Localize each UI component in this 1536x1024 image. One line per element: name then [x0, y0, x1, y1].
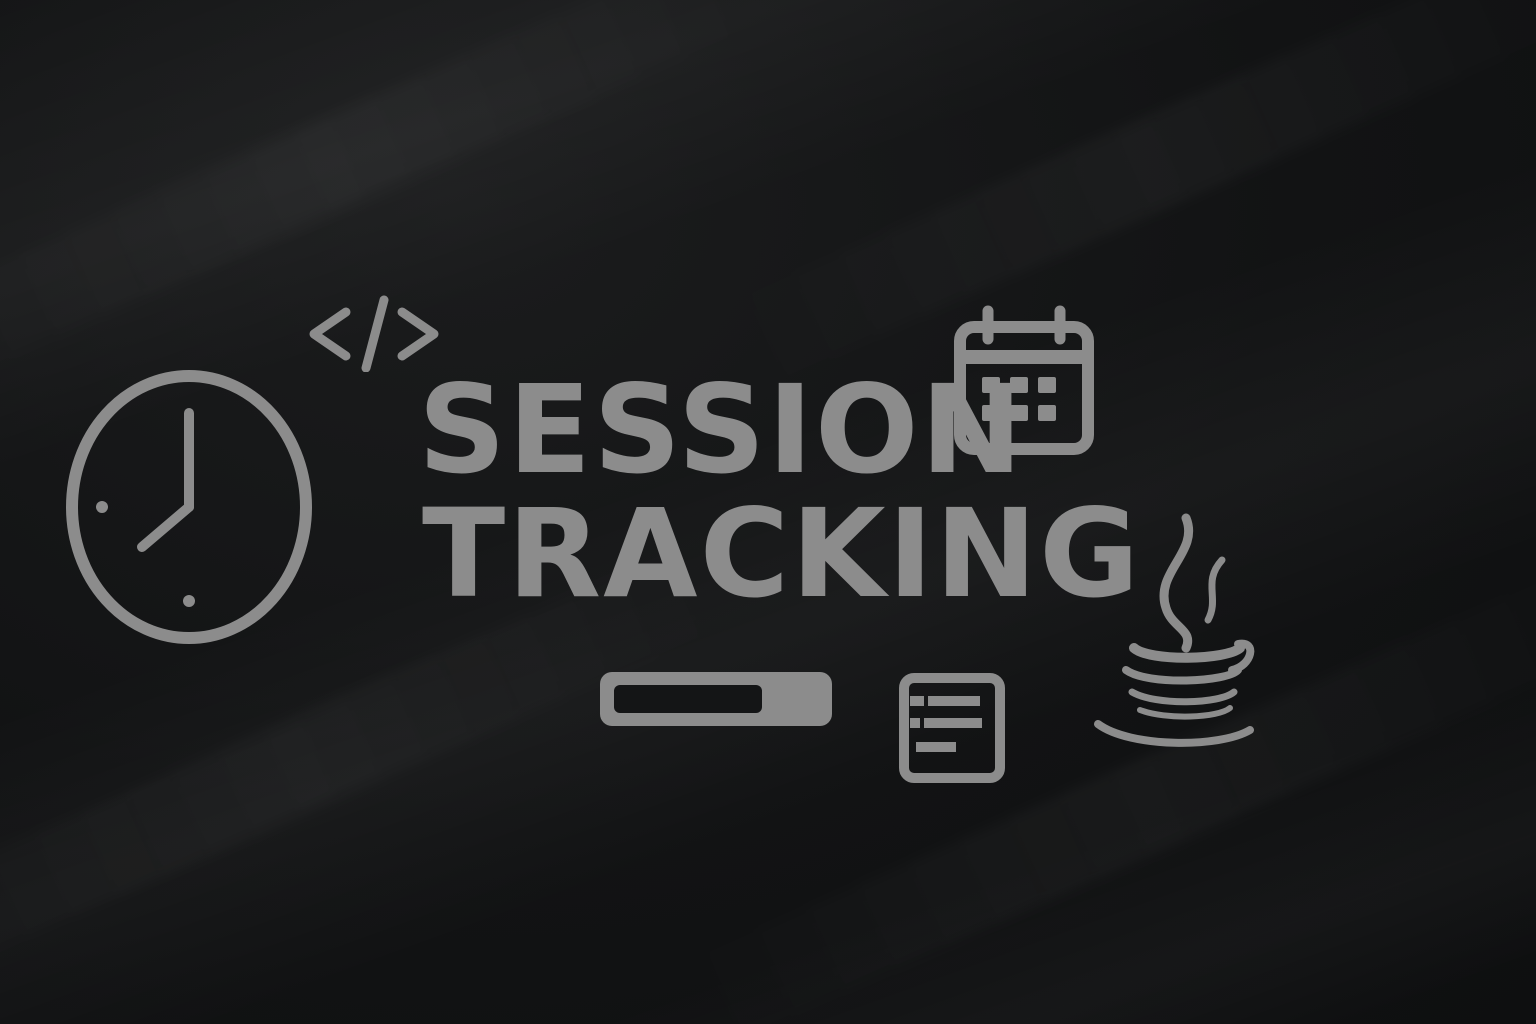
progress-bar-icon — [596, 668, 836, 730]
calendar-icon — [952, 305, 1096, 457]
title-line-1: SESSION — [418, 359, 1025, 501]
page-title: SESSION TRACKING — [418, 368, 1141, 616]
java-coffee-icon — [1090, 512, 1260, 756]
document-icon — [898, 672, 1006, 784]
code-icon — [306, 292, 442, 372]
title-line-2: TRACKING — [422, 483, 1142, 625]
background-streak — [720, 0, 1536, 390]
clock-icon — [62, 365, 316, 649]
